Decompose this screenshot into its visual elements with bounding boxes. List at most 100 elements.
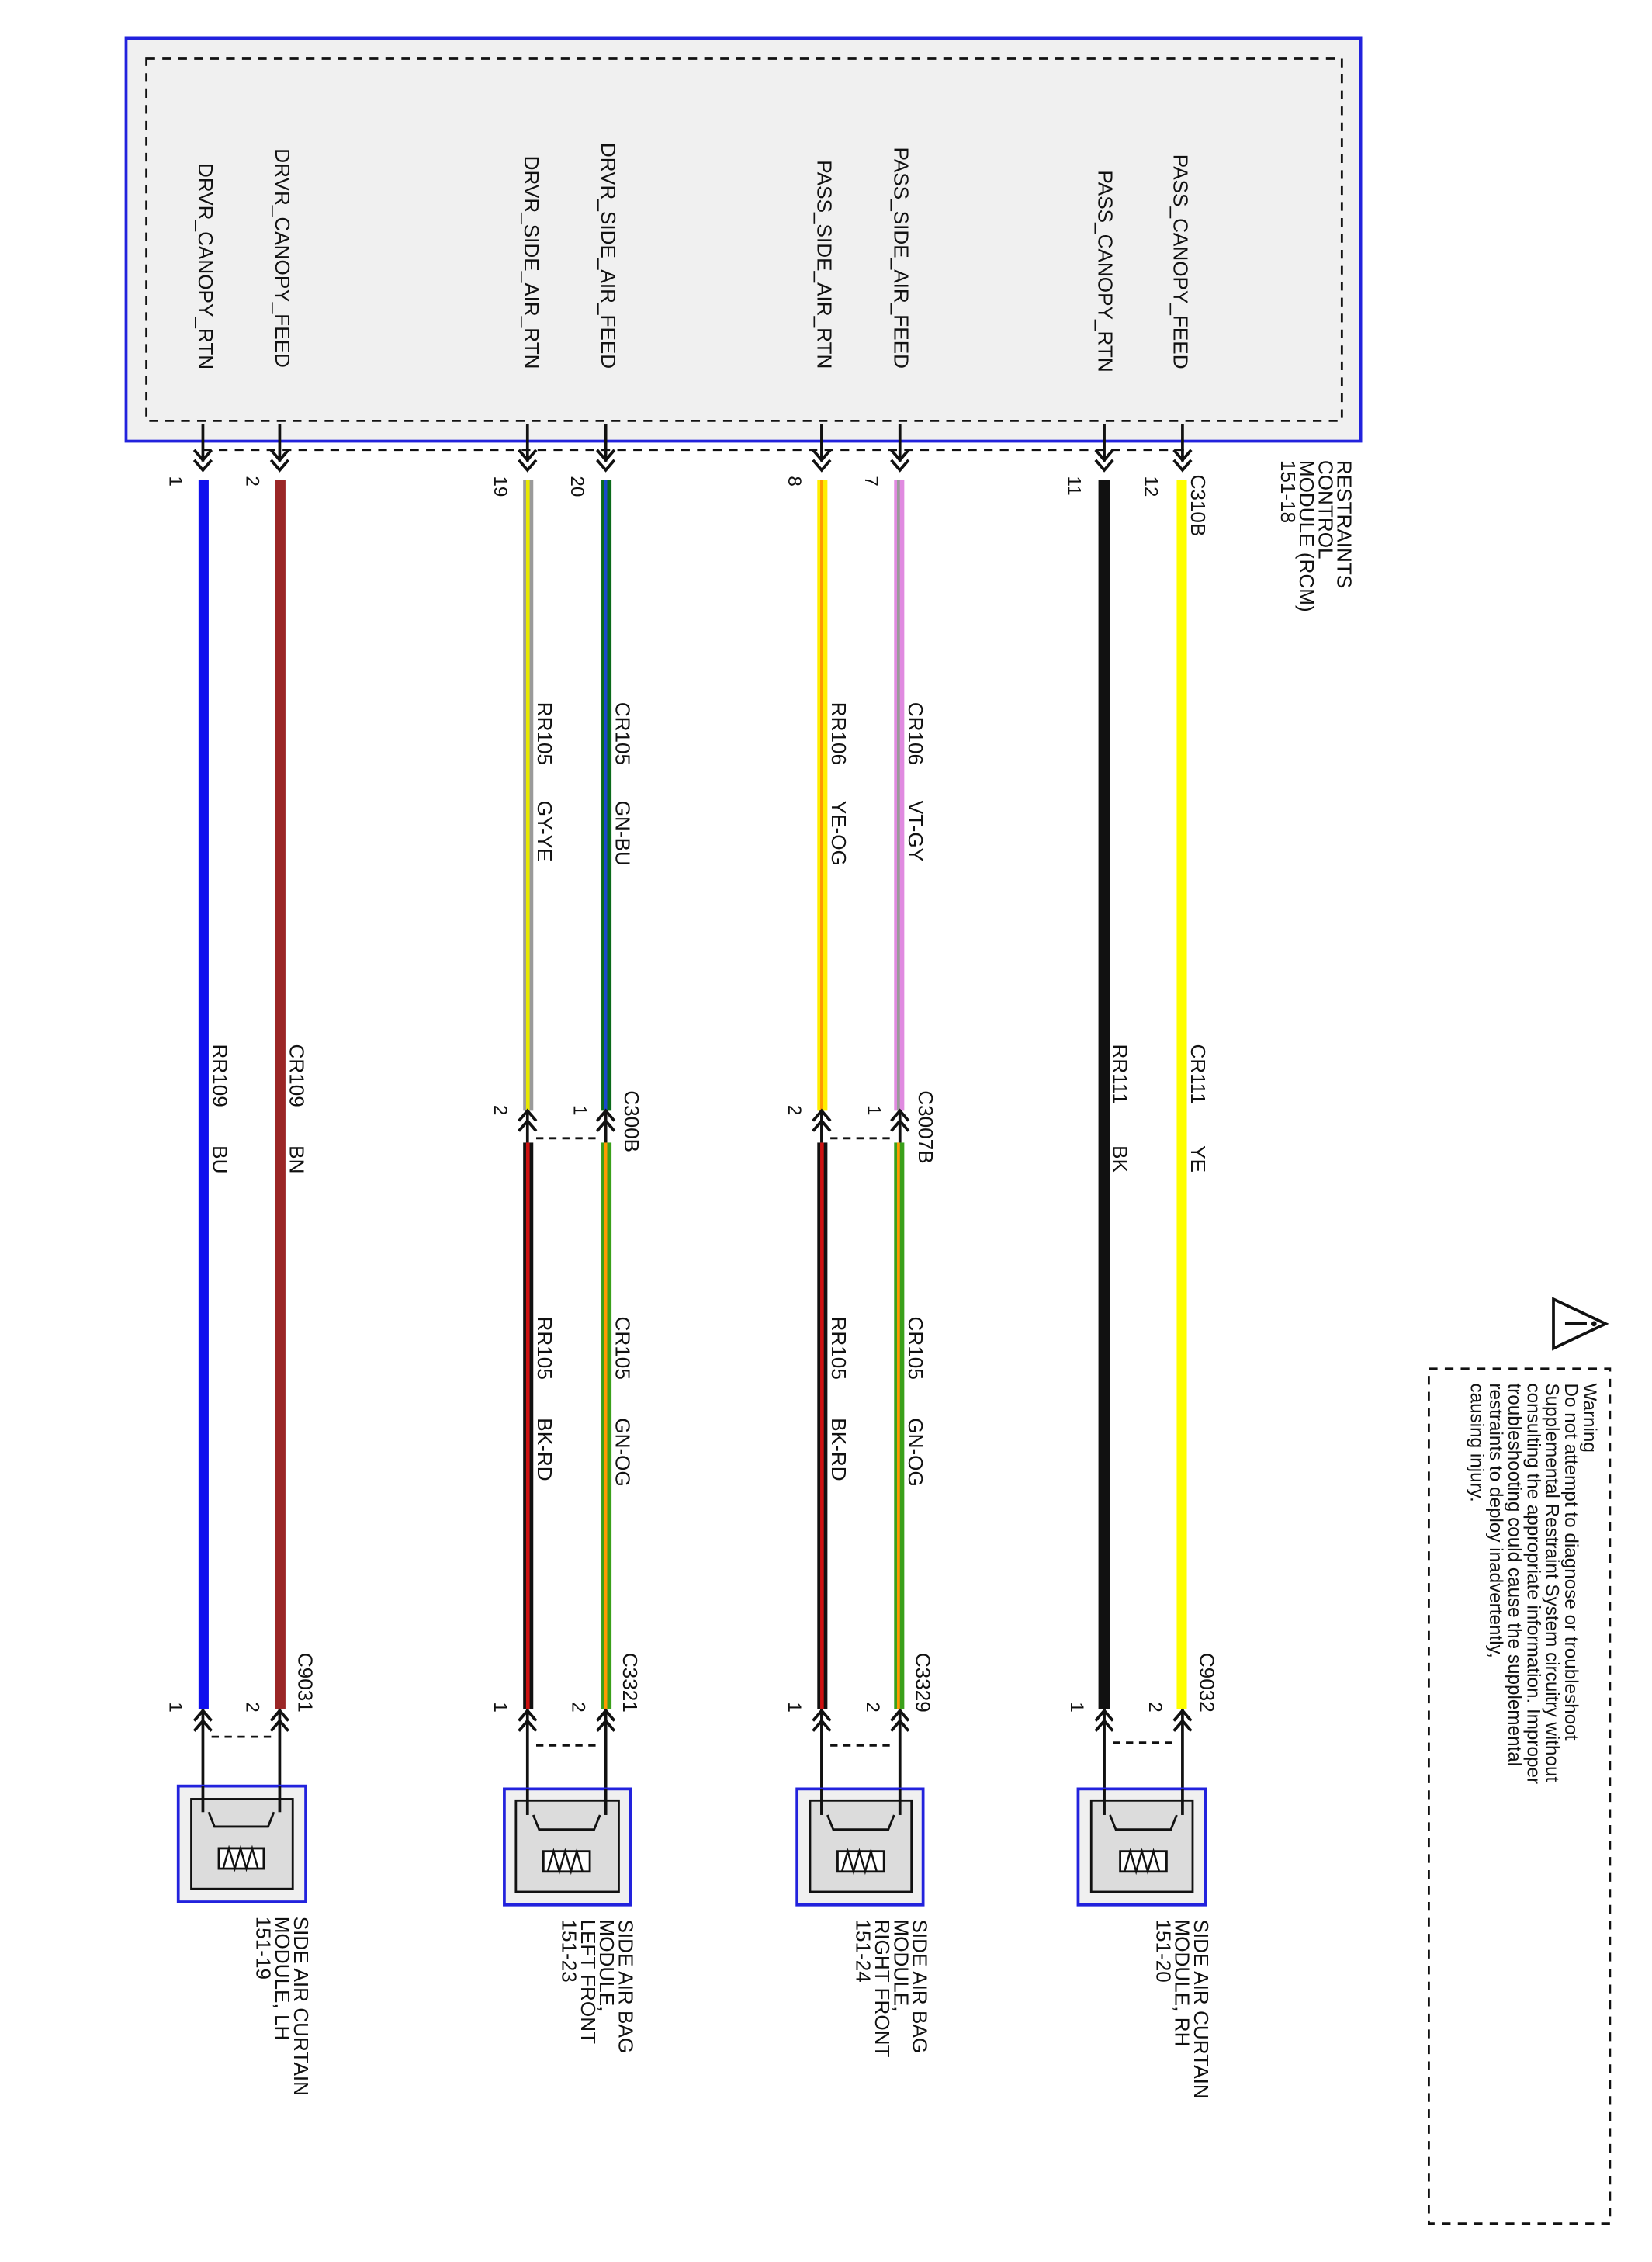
label-lower-rr105-left-circuit: RR105 <box>533 1317 556 1380</box>
squib-bracket <box>532 1814 601 1831</box>
wire-rr105-gy-ye-stripe <box>525 480 530 1111</box>
label-cr109-circuit: CR109 <box>286 1044 309 1107</box>
module-terminal-arrows <box>192 1709 1193 1733</box>
squib-bracket <box>826 1814 895 1831</box>
rcm-pin-7: 7 <box>861 476 881 487</box>
module-side-air-curtain-rh: SIDE AIR CURTAIN MODULE, RH 151-20 <box>1076 1787 1213 2099</box>
rcm-signal-1: DRVR_CANOPY_RTN <box>194 163 217 369</box>
warning-line-5: restraints to deploy inadvertently, <box>1485 1383 1506 1658</box>
rcm-pin-8: 8 <box>784 476 805 487</box>
module-lf-label-4: 151-23 <box>558 1919 581 1982</box>
rcm-outline <box>124 36 1363 443</box>
label-rr111-color: BK <box>1108 1145 1131 1173</box>
rcm-title-line-4: 151-18 <box>1276 460 1300 523</box>
module-side-air-bag-right-front: SIDE AIR BAG MODULE, RIGHT FRONT 151-24 <box>795 1787 932 2058</box>
rcm-pin-19: 19 <box>490 476 511 497</box>
c300b-pin-1: 1 <box>570 1105 590 1116</box>
warning-line-1: Do not attempt to diagnose or troublesho… <box>1560 1383 1581 1740</box>
warning-frame <box>1427 1367 1612 2226</box>
wire-cr111-ye <box>1176 480 1187 1709</box>
c3007b-name: C3007B <box>914 1090 937 1163</box>
warning-icon <box>1552 1297 1609 1351</box>
c9031-name: C9031 <box>294 1653 317 1713</box>
inline-connector-c3007b: C3007B 1 2 <box>784 1090 937 1163</box>
label-cr111-color: YE <box>1186 1145 1210 1173</box>
label-lower-cr105-left-circuit: CR105 <box>611 1317 635 1380</box>
module-lh-label-2: MODULE, LH <box>271 1917 294 2041</box>
rcm-pin-20: 20 <box>566 476 587 497</box>
module-lh-label-3: 151-19 <box>252 1917 275 1980</box>
rcm-signal-2: DRVR_CANOPY_FEED <box>271 148 294 368</box>
rcm-signal-7: PASS_SIDE_AIR_FEED <box>889 147 913 369</box>
rcm-pin-1: 1 <box>165 476 186 487</box>
label-rr111-circuit: RR111 <box>1108 1044 1131 1103</box>
c3007b-pin-1: 1 <box>864 1105 885 1116</box>
label-rr105-circuit: RR105 <box>533 702 556 765</box>
module-rf-label-2: MODULE, <box>889 1919 913 2011</box>
module-inner <box>190 1798 294 1890</box>
module-side-air-bag-left-front: SIDE AIR BAG MODULE, LEFT FRONT 151-23 <box>503 1787 637 2053</box>
c9031-pin-2: 2 <box>241 1702 262 1713</box>
wire-lower-cr105-gn-og-right-stripe <box>897 1142 900 1709</box>
module-side-air-curtain-lh: SIDE AIR CURTAIN MODULE, LH 151-19 <box>176 1784 313 2096</box>
rcm-signal-19: DRVR_SIDE_AIR_RTN <box>520 156 543 369</box>
c3329-pin-2: 2 <box>862 1702 883 1713</box>
c300b-pin-2: 2 <box>490 1105 511 1116</box>
label-lower-rr105-right-color: BK-RD <box>827 1418 850 1481</box>
wire-rr106-ye-og-stripe <box>820 480 823 1111</box>
warning-title: Warning <box>1579 1383 1600 1452</box>
label-lower-rr105-left-color: BK-RD <box>533 1418 556 1481</box>
c9032-pin-1: 1 <box>1066 1702 1087 1713</box>
c300b-name: C300B <box>620 1090 643 1152</box>
label-cr106-color: VT-GY <box>904 801 927 861</box>
label-lower-rr105-right-circuit: RR105 <box>827 1317 850 1380</box>
label-rr109-circuit: RR109 <box>209 1044 232 1107</box>
label-cr105-circuit: CR105 <box>611 702 635 765</box>
wire-rr111-bk <box>1098 480 1110 1709</box>
rcm-pin-2: 2 <box>241 476 262 487</box>
label-cr106-circuit: CR106 <box>904 702 927 765</box>
module-inner <box>1089 1799 1194 1893</box>
rcm-pin-12: 12 <box>1140 476 1161 497</box>
warning-line-4: troubleshooting could cause the suppleme… <box>1504 1383 1525 1766</box>
module-lh-label-1: SIDE AIR CURTAIN <box>289 1917 313 2096</box>
module-inner <box>809 1799 913 1893</box>
rcm-inner-dashed <box>145 57 1343 422</box>
label-rr106-color: YE-OG <box>827 801 850 866</box>
c3007b-pin-2: 2 <box>784 1105 805 1116</box>
rcm-module: DRVR_CANOPY_RTN DRVR_CANOPY_FEED DRVR_SI… <box>124 36 1363 612</box>
label-lower-cr105-left-color: GN-OG <box>611 1418 635 1487</box>
rcm-title-line-1: RESTRAINTS <box>1333 460 1356 588</box>
module-connector-dashes <box>211 1735 1174 1747</box>
rcm-title-line-2: CONTROL <box>1314 460 1337 559</box>
rcm-pin-11: 11 <box>1063 476 1084 495</box>
label-cr109-color: BN <box>286 1145 309 1173</box>
module-rf-label-3: RIGHT FRONT <box>871 1919 894 2057</box>
label-lower-cr105-right-color: GN-OG <box>904 1418 927 1487</box>
c9031-pin-1: 1 <box>165 1702 186 1713</box>
rcm-pin-terminals <box>201 424 1184 462</box>
c9032-pin-2: 2 <box>1145 1702 1165 1713</box>
module-lf-label-1: SIDE AIR BAG <box>614 1919 637 2053</box>
label-cr111-circuit: CR111 <box>1186 1044 1210 1103</box>
module-rh-label-1: SIDE AIR CURTAIN <box>1190 1919 1213 2098</box>
module-lf-label-3: LEFT FRONT <box>577 1919 600 2044</box>
rcm-signal-20: DRVR_SIDE_AIR_FEED <box>597 143 620 369</box>
wire-cr109-bn <box>275 480 286 1709</box>
c9032-name: C9032 <box>1195 1653 1218 1713</box>
wire-lower-cr105-gn-og-left-stripe <box>604 1142 608 1709</box>
module-rh-label-3: 151-20 <box>1152 1919 1175 1982</box>
module-inner <box>514 1799 620 1893</box>
rcm-signal-11: PASS_CANOPY_RTN <box>1094 170 1117 372</box>
wire-cr105-gn-bu-stripe <box>604 480 608 1111</box>
c3329-pin-1: 1 <box>784 1702 805 1713</box>
rcm-signal-8: PASS_SIDE_AIR_RTN <box>812 160 836 369</box>
c3321-pin-2: 2 <box>568 1702 589 1713</box>
warning-box: Warning Do not attempt to diagnose or tr… <box>1427 1297 1612 2226</box>
module-terminal-stubs <box>201 1709 1184 1798</box>
wire-lower-rr105-bk-rd-right-stripe <box>820 1142 824 1709</box>
c3321-name: C3321 <box>618 1653 642 1713</box>
label-rr106-circuit: RR106 <box>827 702 850 765</box>
rcm-connector-label: C310B <box>1186 475 1210 537</box>
